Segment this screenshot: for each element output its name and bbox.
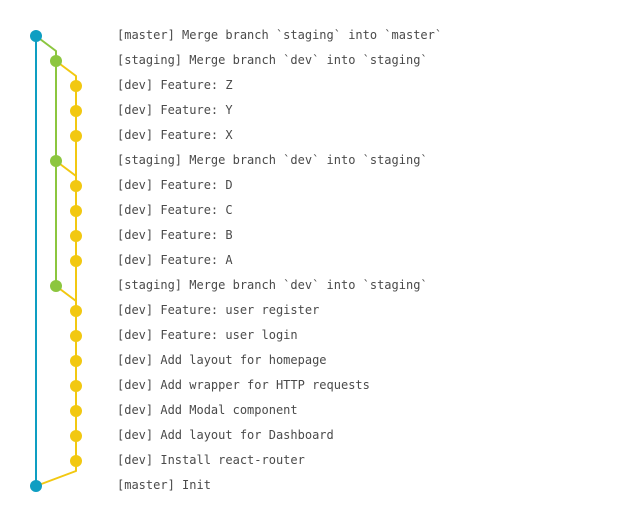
commit-message[interactable]: [dev] Feature: C (117, 203, 233, 217)
commit-node-dev[interactable] (70, 230, 82, 242)
commit-node-master[interactable] (30, 480, 42, 492)
commit-node-dev[interactable] (70, 430, 82, 442)
commit-message[interactable]: [dev] Feature: X (117, 128, 233, 142)
graph-nodes (30, 30, 82, 492)
commit-node-dev[interactable] (70, 255, 82, 267)
commit-message[interactable]: [staging] Merge branch `dev` into `stagi… (117, 278, 428, 292)
commit-node-dev[interactable] (70, 130, 82, 142)
commit-node-dev[interactable] (70, 380, 82, 392)
commit-node-dev[interactable] (70, 205, 82, 217)
commit-node-dev[interactable] (70, 405, 82, 417)
commit-node-master[interactable] (30, 30, 42, 42)
commit-node-dev[interactable] (70, 105, 82, 117)
commit-message[interactable]: [dev] Add layout for Dashboard (117, 428, 334, 442)
commit-message[interactable]: [dev] Feature: B (117, 228, 233, 242)
commit-message[interactable]: [staging] Merge branch `dev` into `stagi… (117, 53, 428, 67)
commit-node-dev[interactable] (70, 455, 82, 467)
commit-message[interactable]: [dev] Add wrapper for HTTP requests (117, 378, 370, 392)
commit-node-dev[interactable] (70, 305, 82, 317)
commit-node-staging[interactable] (50, 155, 62, 167)
commit-message[interactable]: [dev] Feature: user login (117, 328, 298, 342)
commit-node-staging[interactable] (50, 280, 62, 292)
commit-message[interactable]: [dev] Add layout for homepage (117, 353, 327, 367)
commit-message[interactable]: [dev] Add Modal component (117, 403, 298, 417)
commit-message[interactable]: [master] Init (117, 478, 211, 492)
commit-message[interactable]: [dev] Feature: user register (117, 303, 320, 317)
commit-node-dev[interactable] (70, 180, 82, 192)
commit-message[interactable]: [master] Merge branch `staging` into `ma… (117, 28, 443, 42)
commit-node-dev[interactable] (70, 330, 82, 342)
commit-node-staging[interactable] (50, 55, 62, 67)
commit-message[interactable]: [dev] Feature: Z (117, 78, 233, 92)
commit-message[interactable]: [dev] Install react-router (117, 453, 305, 467)
commit-message[interactable]: [dev] Feature: A (117, 253, 233, 267)
commit-node-dev[interactable] (70, 80, 82, 92)
edge-c17-c18 (35, 461, 77, 487)
commit-message[interactable]: [staging] Merge branch `dev` into `stagi… (117, 153, 428, 167)
commit-node-dev[interactable] (70, 355, 82, 367)
commit-message[interactable]: [dev] Feature: D (117, 178, 233, 192)
commit-message[interactable]: [dev] Feature: Y (117, 103, 233, 117)
